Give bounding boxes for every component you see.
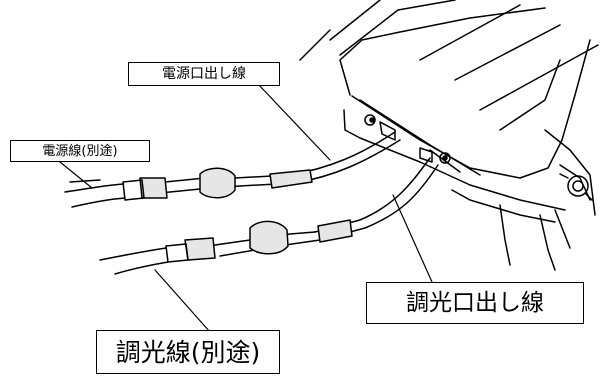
leader-lines	[59, 83, 433, 333]
dimmer-outlet-wire	[165, 157, 439, 263]
label-power-cord-separate: 電源線(別途)	[10, 140, 150, 162]
power-cord	[64, 179, 126, 208]
power-outlet-wire	[122, 131, 401, 201]
label-dimmer-cord-separate: 調光線(別途)	[96, 330, 280, 374]
label-dimmer-outlet-wire: 調光口出し線	[366, 282, 584, 324]
mount-bolt	[559, 173, 593, 201]
fixture-housing	[299, 0, 599, 271]
housing-screws	[364, 114, 451, 164]
label-power-outlet-wire: 電源口出し線	[128, 62, 280, 86]
dimmer-cord	[99, 247, 169, 275]
